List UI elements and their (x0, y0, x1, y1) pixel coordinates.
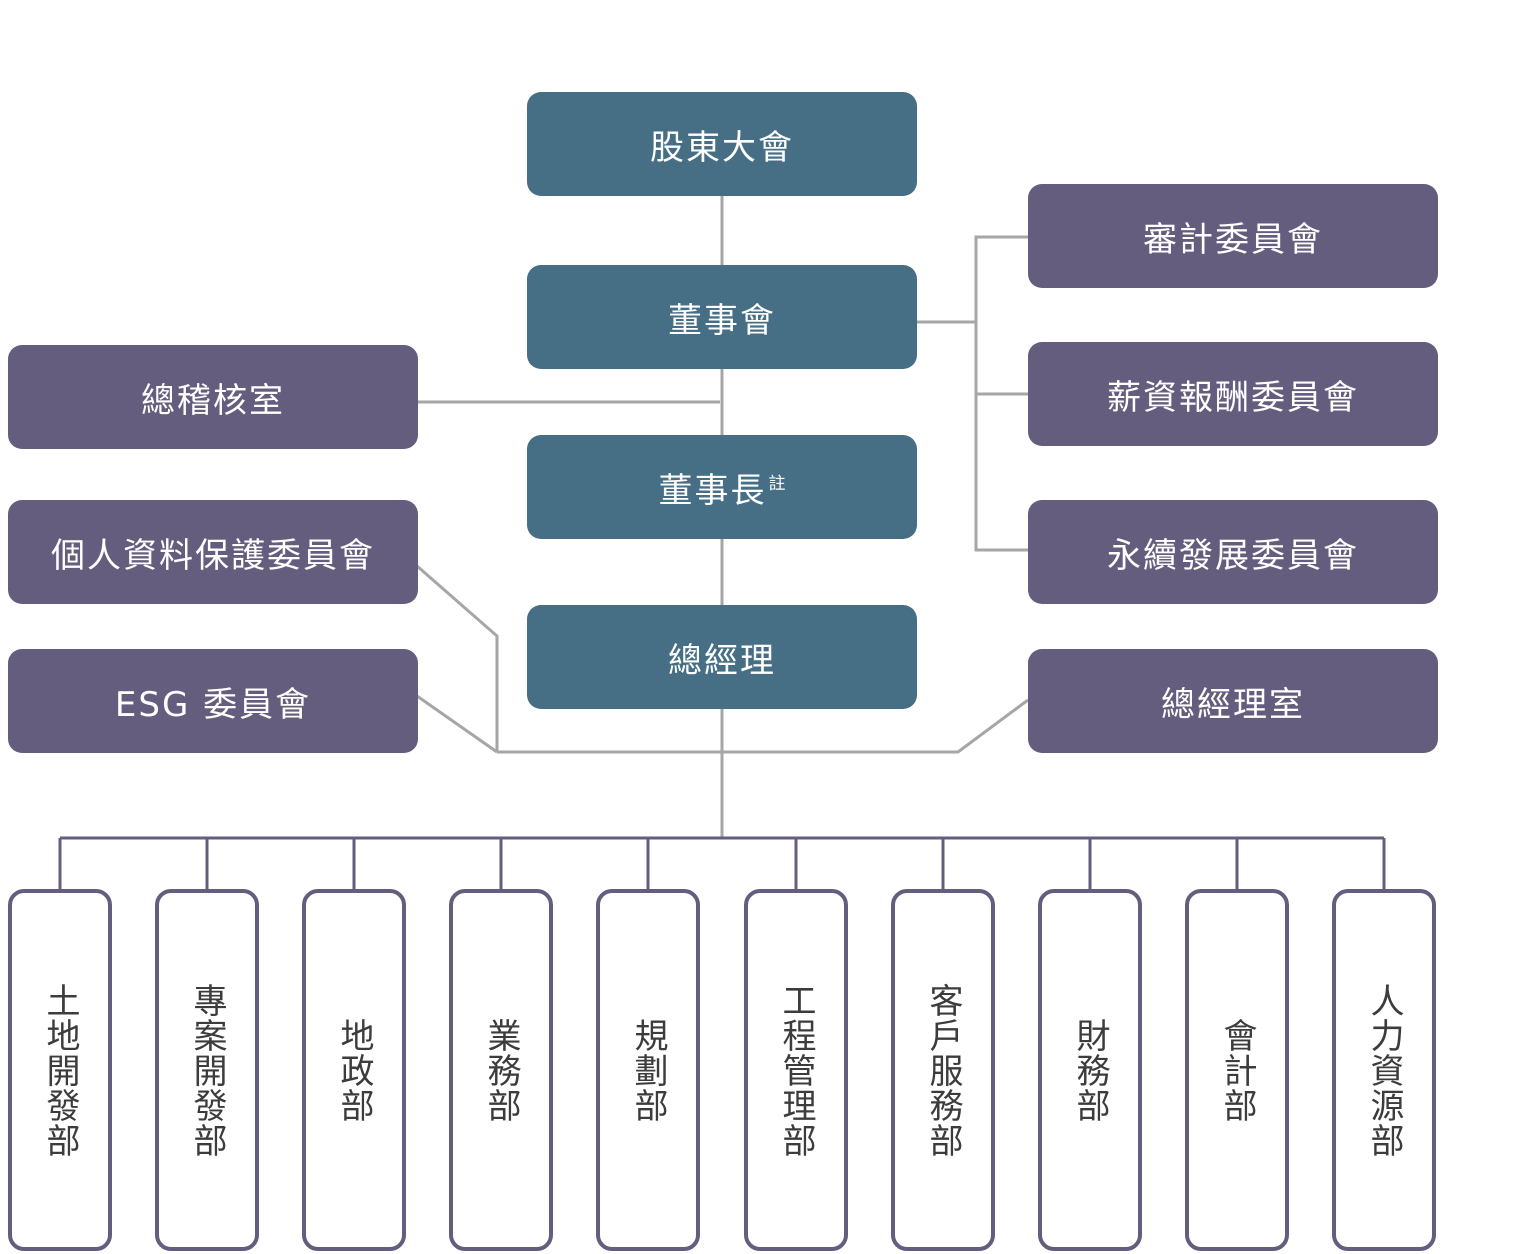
shareholders-meeting-label: 股東大會 (650, 127, 794, 168)
sustainability-committee-box[interactable]: 永續發展委員會 (1028, 500, 1438, 604)
president-label: 總經理 (668, 640, 776, 681)
board-of-directors-label: 董事會 (668, 300, 776, 341)
department-label: 土地開發部 (40, 982, 80, 1158)
chairman-note-mark: 註 (768, 473, 786, 494)
department-box[interactable]: 會計部 (1185, 889, 1289, 1251)
department-label: 地政部 (334, 1017, 374, 1123)
department-box[interactable]: 土地開發部 (8, 889, 112, 1251)
department-box[interactable]: 業務部 (449, 889, 553, 1251)
privacy-committee-label: 個人資料保護委員會 (51, 535, 375, 576)
audit-committee-label: 審計委員會 (1143, 219, 1323, 260)
department-box[interactable]: 人力資源部 (1332, 889, 1436, 1251)
sustainability-committee-label: 永續發展委員會 (1107, 535, 1359, 576)
department-label: 財務部 (1070, 1017, 1110, 1123)
department-label: 業務部 (481, 1017, 521, 1123)
department-box[interactable]: 財務部 (1038, 889, 1142, 1251)
line-privacy (416, 564, 499, 752)
department-box[interactable]: 專案開發部 (155, 889, 259, 1251)
department-label: 規劃部 (628, 1017, 668, 1123)
line-staff-bar (497, 698, 1029, 754)
department-box[interactable]: 地政部 (302, 889, 406, 1251)
department-box[interactable]: 規劃部 (596, 889, 700, 1251)
president-office-label: 總經理室 (1161, 684, 1305, 725)
audit-office-label: 總稽核室 (141, 380, 285, 421)
department-label: 工程管理部 (776, 982, 816, 1158)
department-box[interactable]: 客戶服務部 (891, 889, 995, 1251)
shareholders-meeting-box[interactable]: 股東大會 (527, 92, 917, 196)
board-of-directors-box[interactable]: 董事會 (527, 265, 917, 369)
line-esg (416, 694, 498, 754)
compensation-committee-box[interactable]: 薪資報酬委員會 (1028, 342, 1438, 446)
esg-committee-box[interactable]: ESG 委員會 (8, 649, 418, 753)
department-label: 人力資源部 (1364, 982, 1404, 1158)
audit-committee-box[interactable]: 審計委員會 (1028, 184, 1438, 288)
department-label: 客戶服務部 (923, 982, 963, 1158)
chairman-label: 董事長 (658, 470, 767, 511)
department-label: 會計部 (1217, 1017, 1257, 1123)
department-box[interactable]: 工程管理部 (744, 889, 848, 1251)
president-office-box[interactable]: 總經理室 (1028, 649, 1438, 753)
president-box[interactable]: 總經理 (527, 605, 917, 709)
audit-office-box[interactable]: 總稽核室 (8, 345, 418, 449)
compensation-committee-label: 薪資報酬委員會 (1107, 377, 1359, 418)
chairman-box[interactable]: 董事長註 (527, 435, 917, 539)
esg-committee-label: ESG 委員會 (114, 684, 312, 725)
privacy-committee-box[interactable]: 個人資料保護委員會 (8, 500, 418, 604)
department-label: 專案開發部 (187, 982, 227, 1158)
